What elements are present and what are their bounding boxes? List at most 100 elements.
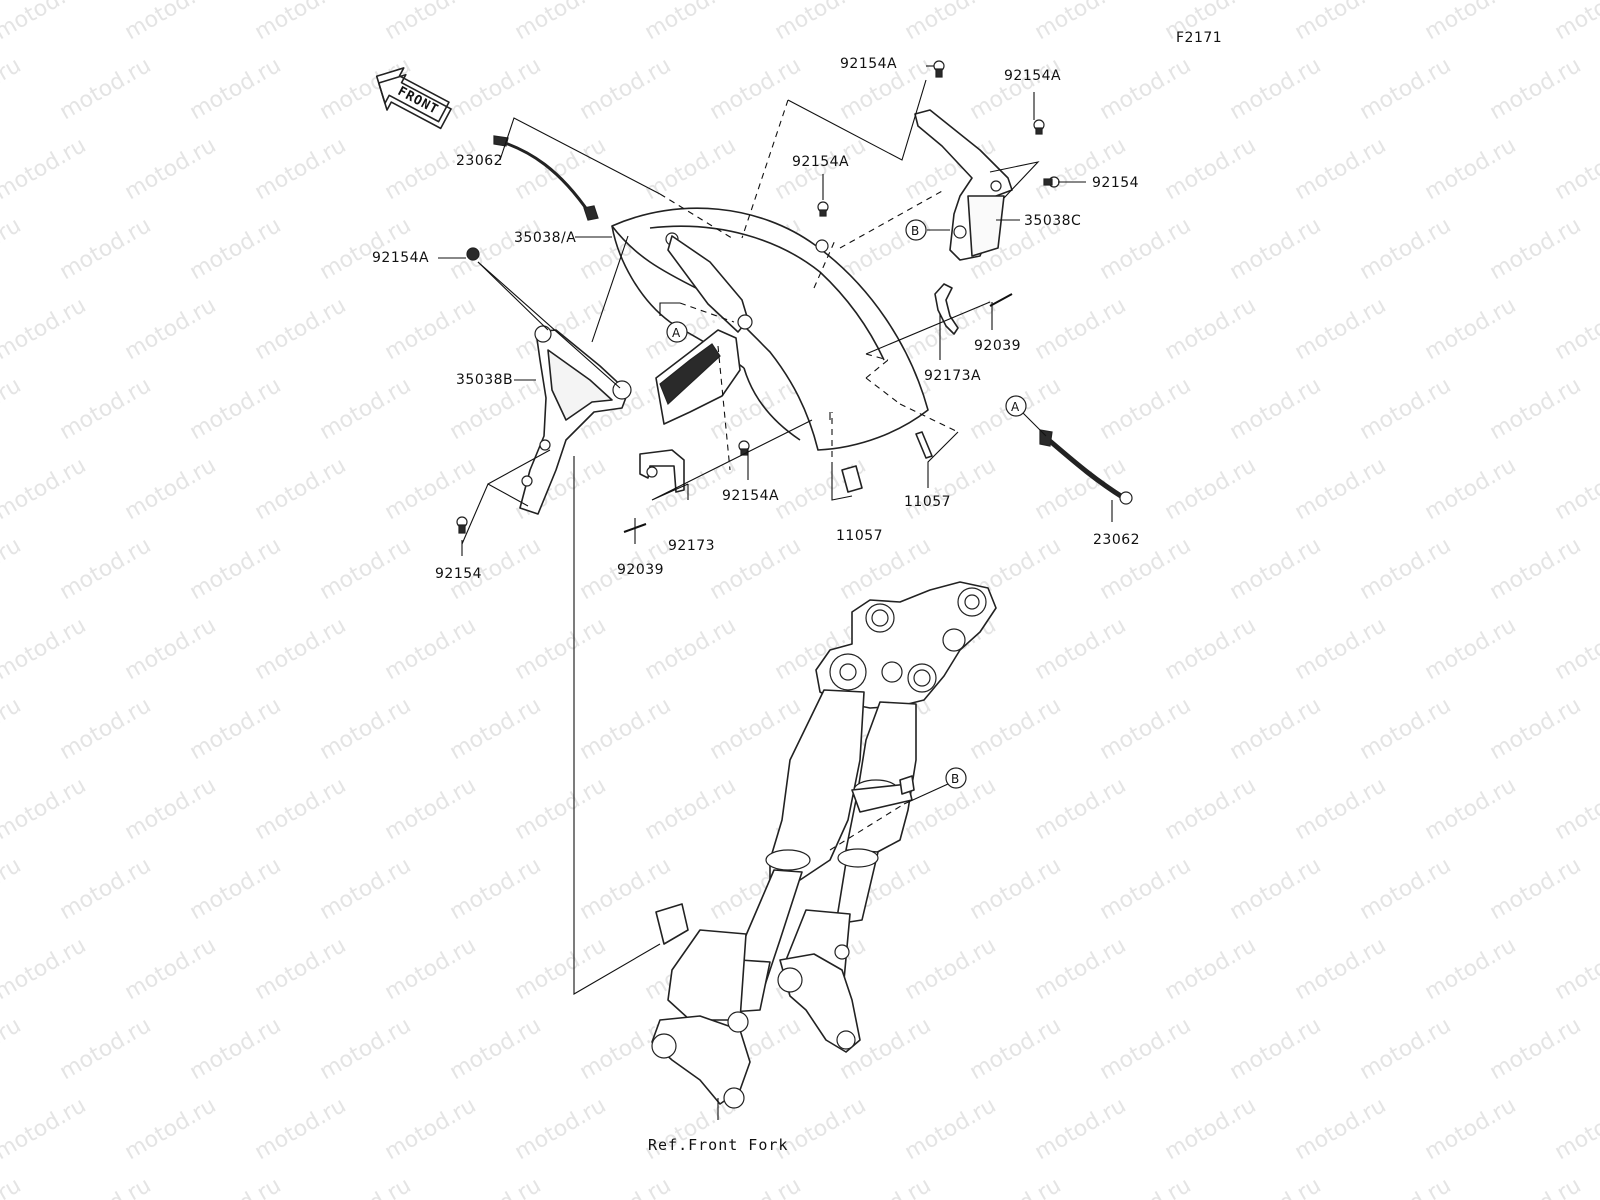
watermark-text: motod.ru xyxy=(186,853,286,925)
watermark-text: motod.ru xyxy=(1031,1093,1131,1165)
watermark-text: motod.ru xyxy=(0,53,25,125)
watermark-text: motod.ru xyxy=(1096,213,1196,285)
watermark-text: motod.ru xyxy=(836,1173,936,1200)
watermark-text: motod.ru xyxy=(1161,1093,1261,1165)
watermark-text: motod.ru xyxy=(1031,0,1131,45)
watermark-text: motod.ru xyxy=(56,1013,156,1085)
watermark-text: motod.ru xyxy=(251,453,351,525)
watermark-text: motod.ru xyxy=(0,293,90,365)
watermark-text: motod.ru xyxy=(1486,373,1586,445)
front-fork xyxy=(651,581,997,1109)
bolt-icon xyxy=(1043,176,1060,188)
watermark-text: motod.ru xyxy=(56,533,156,605)
watermark-text: motod.ru xyxy=(1096,1173,1196,1200)
watermark-text: motod.ru xyxy=(966,1013,1066,1085)
watermark-text: motod.ru xyxy=(121,613,221,685)
label-92039-right: 92039 xyxy=(974,338,1021,354)
watermark-text: motod.ru xyxy=(1226,213,1326,285)
watermark-text: motod.ru xyxy=(381,1093,481,1165)
watermark-text: motod.ru xyxy=(186,533,286,605)
watermark-text: motod.ru xyxy=(1226,1173,1326,1200)
watermark-text: motod.ru xyxy=(0,773,90,845)
watermark-text: motod.ru xyxy=(1031,613,1131,685)
watermark-text: motod.ru xyxy=(56,693,156,765)
label-92154-right: 92154 xyxy=(1092,175,1139,191)
watermark-text: motod.ru xyxy=(0,133,90,205)
watermark-text: motod.ru xyxy=(1291,453,1391,525)
watermark-text: motod.ru xyxy=(1486,853,1586,925)
watermark-text: motod.ru xyxy=(316,693,416,765)
label-92154A-left: 92154A xyxy=(372,250,429,266)
watermark-text: motod.ru xyxy=(1161,613,1261,685)
watermark-text: motod.ru xyxy=(1356,693,1456,765)
label-92173: 92173 xyxy=(668,538,715,554)
label-11057-right: 11057 xyxy=(904,494,951,510)
watermark-text: motod.ru xyxy=(121,933,221,1005)
watermark-text: motod.ru xyxy=(641,773,741,845)
watermark-text: motod.ru xyxy=(446,1173,546,1200)
watermark-text: motod.ru xyxy=(511,933,611,1005)
watermark-text: motod.ru xyxy=(316,533,416,605)
watermark-text: motod.ru xyxy=(1161,933,1261,1005)
watermark-text: motod.ru xyxy=(771,1093,871,1165)
bolt-icon xyxy=(738,440,750,456)
watermark-text: motod.ru xyxy=(641,133,741,205)
watermark-text: motod.ru xyxy=(0,533,25,605)
watermark-text: motod.ru xyxy=(1291,0,1391,45)
svg-text:A: A xyxy=(1011,400,1020,414)
watermark-text: motod.ru xyxy=(446,53,546,125)
watermark-text: motod.ru xyxy=(0,1013,25,1085)
watermark-text: motod.ru xyxy=(0,933,90,1005)
watermark-text: motod.ru xyxy=(1551,933,1600,1005)
watermark-text: motod.ru xyxy=(1291,133,1391,205)
watermark-text: motod.ru xyxy=(1226,693,1326,765)
bolt-icon-group xyxy=(456,60,1060,534)
watermark-text: motod.ru xyxy=(316,373,416,445)
watermark-text: motod.ru xyxy=(1421,0,1521,45)
leader-lines xyxy=(438,65,1113,1120)
watermark-text: motod.ru xyxy=(1486,533,1586,605)
watermark-text: motod.ru xyxy=(1486,1013,1586,1085)
watermark-text: motod.ru xyxy=(511,613,611,685)
watermark-text: motod.ru xyxy=(1031,773,1131,845)
watermark-text: motod.ru xyxy=(1161,293,1261,365)
watermark-text: motod.ru xyxy=(316,1173,416,1200)
watermark-text: motod.ru xyxy=(316,853,416,925)
bolt-icon xyxy=(1033,119,1045,135)
watermark-text: motod.ru xyxy=(1486,693,1586,765)
watermark-text: motod.ru xyxy=(1031,133,1131,205)
watermark-text: motod.ru xyxy=(0,1173,25,1200)
hose-clamp-92173 xyxy=(639,449,685,493)
watermark-text: motod.ru xyxy=(1486,1173,1586,1200)
watermark-text: motod.ru xyxy=(1031,293,1131,365)
figure-code: F2171 xyxy=(1176,30,1222,46)
watermark-text: motod.ru xyxy=(186,53,286,125)
watermark-text: motod.ru xyxy=(901,933,1001,1005)
watermark-text: motod.ru xyxy=(1161,773,1261,845)
watermark-text: motod.ru xyxy=(1486,213,1586,285)
watermark-text: motod.ru xyxy=(56,373,156,445)
watermark-text: motod.ru xyxy=(511,133,611,205)
callout-a-right: A xyxy=(1005,395,1027,417)
watermark-text: motod.ru xyxy=(251,293,351,365)
watermark-text: motod.ru xyxy=(1421,293,1521,365)
watermark-text: motod.ru xyxy=(511,1093,611,1165)
watermark-text: motod.ru xyxy=(251,1093,351,1165)
watermark-text: motod.ru xyxy=(706,53,806,125)
watermark-text: motod.ru xyxy=(1421,133,1521,205)
watermark-text: motod.ru xyxy=(966,853,1066,925)
cable-23062-top xyxy=(493,135,599,221)
watermark-text: motod.ru xyxy=(706,533,806,605)
watermark-text: motod.ru xyxy=(446,693,546,765)
watermark-text: motod.ru xyxy=(251,933,351,1005)
fender-stay-right xyxy=(914,109,1013,261)
watermark-text: motod.ru xyxy=(966,693,1066,765)
watermark-text: motod.ru xyxy=(1551,453,1600,525)
watermark-text: motod.ru xyxy=(56,1173,156,1200)
label-35038B: 35038B xyxy=(456,372,513,388)
watermark-text: motod.ru xyxy=(0,1093,90,1165)
label-92173A: 92173A xyxy=(924,368,981,384)
fender-stay-left xyxy=(519,325,632,515)
front-fender xyxy=(611,207,929,451)
watermark-text: motod.ru xyxy=(446,213,546,285)
